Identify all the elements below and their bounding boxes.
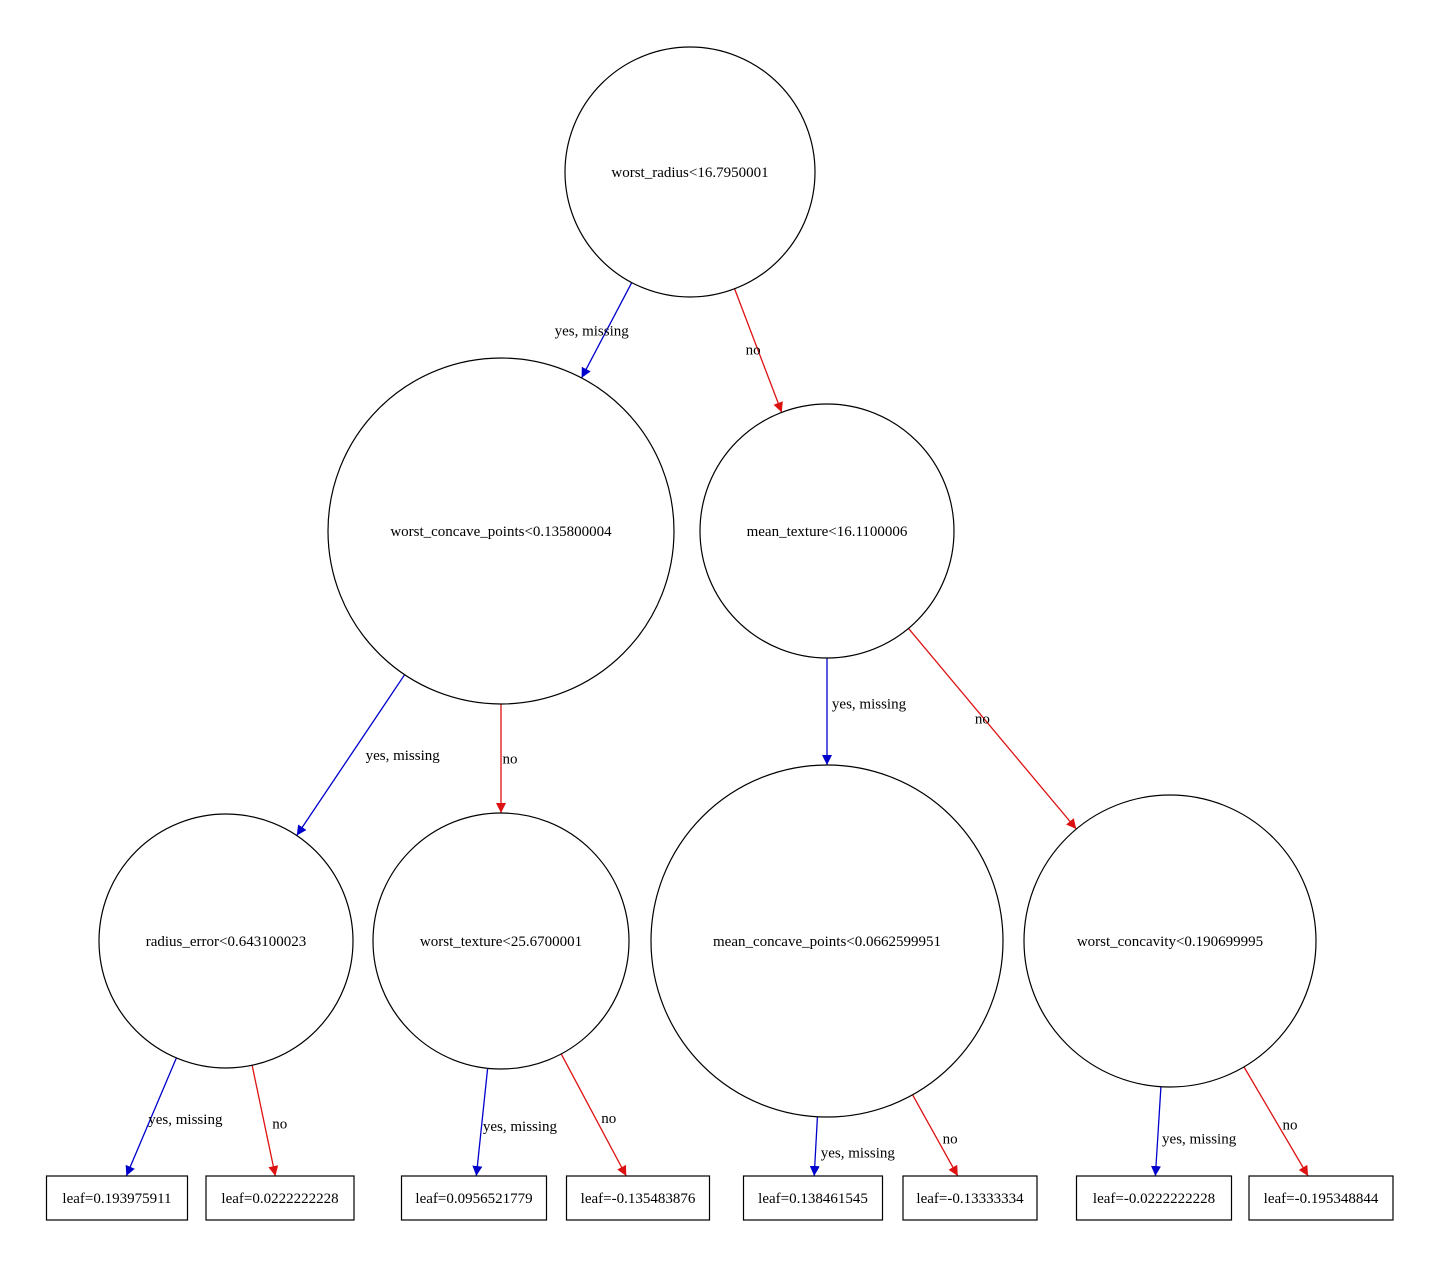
leaf-node-l6: leaf=-0.13333334	[902, 1175, 1038, 1221]
split-circle	[327, 357, 675, 705]
split-node-n5: mean_concave_points<0.0662599951	[650, 764, 1004, 1118]
split-node-n6: worst_concavity<0.190699995	[1023, 794, 1317, 1088]
leaf-box	[205, 1175, 355, 1221]
split-circle	[1023, 794, 1317, 1088]
leaf-node-l4: leaf=-0.135483876	[565, 1175, 711, 1221]
edge-n4-l3-yes-arrow	[472, 1068, 489, 1177]
edge-label-n4-l4: no	[601, 1111, 616, 1127]
leaf-box	[1248, 1175, 1394, 1221]
edge-n4-l4-no-arrow	[560, 1053, 627, 1177]
edge-label-n0-n2: no	[746, 343, 761, 359]
edge-n5-l5-yes-arrow	[809, 1116, 820, 1177]
edge-label-n1-n3: yes, missing	[366, 748, 441, 764]
split-condition-label: worst_texture<25.6700001	[420, 934, 582, 950]
leaf-value-label: leaf=0.0222222228	[221, 1191, 338, 1207]
edge-n3-l1-yes-arrow	[125, 1057, 178, 1177]
leaf-box	[902, 1175, 1038, 1221]
leaf-value-label: leaf=-0.195348844	[1264, 1191, 1379, 1207]
leaf-node-l3: leaf=0.0956521779	[400, 1175, 548, 1221]
leaf-box	[742, 1175, 884, 1221]
leaf-node-l7: leaf=-0.0222222228	[1075, 1175, 1233, 1221]
edge-n6-l8-no-arrow	[1243, 1066, 1309, 1177]
split-condition-label: mean_concave_points<0.0662599951	[713, 934, 941, 950]
edge-n0-n1-yes-arrow	[581, 282, 633, 379]
leaf-value-label: leaf=-0.13333334	[916, 1191, 1024, 1207]
split-circle	[650, 764, 1004, 1118]
edge-label-n6-l7: yes, missing	[1162, 1131, 1237, 1147]
leaf-value-label: leaf=0.0956521779	[415, 1191, 532, 1207]
split-circle	[372, 812, 630, 1070]
split-circle	[98, 813, 354, 1069]
split-circle	[699, 403, 955, 659]
edge-label-n0-n1: yes, missing	[555, 323, 630, 339]
edge-label-n2-n5: yes, missing	[832, 697, 907, 713]
split-condition-label: worst_concavity<0.190699995	[1077, 934, 1263, 950]
split-condition-label: mean_texture<16.1100006	[747, 524, 908, 540]
split-circle	[564, 46, 816, 298]
edge-label-n2-n6: no	[975, 712, 990, 728]
leaf-box	[45, 1175, 189, 1221]
leaf-node-l2: leaf=0.0222222228	[205, 1175, 355, 1221]
leaf-value-label: leaf=-0.0222222228	[1093, 1191, 1215, 1207]
split-node-n0: worst_radius<16.7950001	[564, 46, 816, 298]
edge-label-n4-l3: yes, missing	[483, 1119, 558, 1135]
split-node-n3: radius_error<0.643100023	[98, 813, 354, 1069]
split-condition-label: worst_concave_points<0.135800004	[390, 524, 612, 540]
edge-label-n1-n4: no	[503, 752, 518, 768]
edge-n6-l7-yes-arrow	[1151, 1086, 1162, 1177]
leaf-value-label: leaf=0.193975911	[62, 1191, 171, 1207]
edge-n2-n6-no-arrow	[907, 627, 1077, 830]
edge-label-n5-l6: no	[943, 1131, 958, 1147]
split-node-n4: worst_texture<25.6700001	[372, 812, 630, 1070]
leaf-box	[400, 1175, 548, 1221]
leaf-box	[1075, 1175, 1233, 1221]
leaf-node-l5: leaf=0.138461545	[742, 1175, 884, 1221]
leaf-node-l8: leaf=-0.195348844	[1248, 1175, 1394, 1221]
edge-n3-l2-no-arrow	[251, 1065, 279, 1177]
edge-label-n5-l5: yes, missing	[821, 1145, 896, 1161]
edge-n0-n2-no-arrow	[733, 288, 783, 413]
leaf-value-label: leaf=0.138461545	[758, 1191, 868, 1207]
leaf-value-label: leaf=-0.135483876	[581, 1191, 696, 1207]
split-node-n1: worst_concave_points<0.135800004	[327, 357, 675, 705]
split-condition-label: worst_radius<16.7950001	[611, 165, 768, 181]
edge-label-n3-l1: yes, missing	[148, 1112, 223, 1128]
split-condition-label: radius_error<0.643100023	[146, 934, 307, 950]
leaf-box	[565, 1175, 711, 1221]
edge-label-n6-l8: no	[1283, 1117, 1298, 1133]
edge-n1-n3-yes-arrow	[296, 674, 406, 836]
leaf-node-l1: leaf=0.193975911	[45, 1175, 189, 1221]
nodes-layer: worst_radius<16.7950001 worst_concave_poi…	[45, 46, 1394, 1221]
split-node-n2: mean_texture<16.1100006	[699, 403, 955, 659]
edge-n5-l6-no-arrow	[912, 1094, 959, 1177]
edges-layer: yes, missing no yes, missing no yes, missing…	[125, 282, 1309, 1177]
edge-label-n3-l2: no	[272, 1117, 287, 1133]
